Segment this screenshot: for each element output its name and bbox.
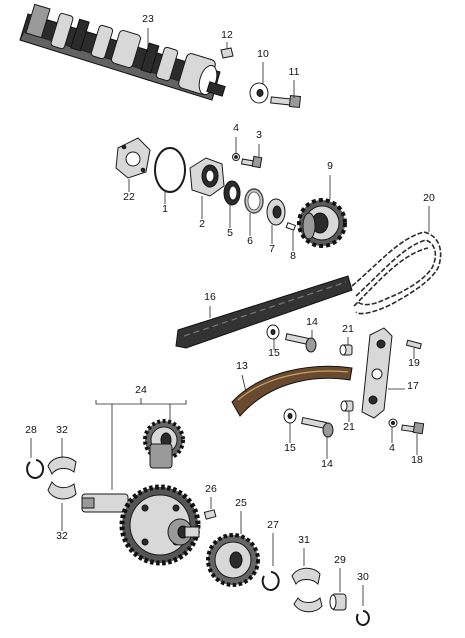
small-washer	[232, 137, 240, 161]
o-ring	[154, 147, 186, 204]
shaft-bushing	[329, 568, 347, 611]
washer	[249, 62, 269, 104]
bearing-shell-upper	[47, 438, 77, 475]
callout-11: 11	[289, 66, 300, 78]
callout-23: 23	[142, 13, 154, 25]
callout-3: 3	[256, 129, 262, 141]
intermediate-shaft-bracket	[95, 398, 187, 490]
guide-washer-lower	[283, 408, 297, 443]
bolt	[270, 80, 302, 109]
callout-22: 22	[123, 191, 135, 203]
bearing-shell-lower	[47, 481, 77, 531]
callout-9: 9	[327, 160, 333, 172]
tensioner-pin	[405, 339, 422, 359]
callout-26: 26	[205, 483, 217, 495]
callout-18: 18	[411, 454, 423, 466]
callout-20: 20	[423, 192, 435, 204]
callout-14b: 14	[321, 458, 333, 470]
bearing-housing	[189, 157, 225, 219]
shaft-key	[203, 497, 217, 520]
woodruff-key	[220, 42, 234, 59]
guide-washer-upper	[266, 324, 280, 350]
callout-numbers: 2312101143221256978201614211519131724212…	[25, 13, 435, 583]
bushing-lower	[340, 400, 354, 422]
intermediate-gear-small	[143, 419, 185, 469]
tensioner-bolt	[401, 421, 425, 455]
callout-21a: 21	[342, 323, 354, 335]
intermediate-sprocket	[206, 511, 260, 587]
guide-pivot-bolt-lower	[301, 416, 334, 459]
callout-15b: 15	[284, 442, 296, 454]
circlip-left	[26, 438, 45, 479]
callout-12: 12	[221, 29, 233, 41]
callout-19: 19	[408, 357, 420, 369]
small-bearing-shell-lower	[293, 597, 323, 613]
timing-chain	[351, 206, 442, 315]
circlip-small	[355, 585, 370, 626]
callout-13: 13	[236, 360, 248, 372]
camshaft-sprocket	[297, 175, 347, 248]
callout-4b: 4	[389, 442, 395, 454]
shim-ring	[244, 188, 264, 236]
callout-10: 10	[257, 48, 269, 60]
camshaft	[19, 3, 226, 101]
hex-bolt	[240, 144, 263, 169]
callout-6: 6	[247, 235, 253, 247]
callout-2: 2	[199, 218, 205, 230]
circlip-sprocket	[261, 533, 280, 591]
sprocket-hub	[266, 198, 286, 244]
callout-25: 25	[235, 497, 247, 509]
callout-30: 30	[357, 571, 369, 583]
callout-24: 24	[135, 384, 147, 396]
callout-32a: 32	[56, 424, 68, 436]
callout-14a: 14	[306, 316, 318, 328]
intermediate-shaft	[81, 484, 201, 566]
callout-27: 27	[267, 519, 279, 531]
tensioner-washer	[388, 418, 398, 443]
callout-15a: 15	[268, 347, 280, 359]
callout-7: 7	[269, 243, 275, 255]
callout-29: 29	[334, 554, 346, 566]
lower-chain-guide	[231, 365, 353, 417]
gasket	[115, 137, 151, 192]
callout-1: 1	[162, 203, 168, 215]
callout-17: 17	[407, 380, 419, 392]
guide-pivot-bolt-upper	[285, 330, 317, 353]
callout-21b: 21	[343, 421, 355, 433]
callout-32b: 32	[56, 530, 68, 542]
callout-16: 16	[204, 291, 216, 303]
callout-8: 8	[290, 250, 296, 262]
callout-31: 31	[298, 534, 310, 546]
tensioner-arm	[361, 327, 405, 419]
dowel-pin	[285, 222, 297, 251]
upper-chain-guide	[175, 275, 353, 349]
callout-5: 5	[227, 227, 233, 239]
callout-4a: 4	[233, 122, 239, 134]
callout-28: 28	[25, 424, 37, 436]
shaft-seal	[223, 180, 241, 228]
small-bearing-shell-upper	[291, 548, 321, 586]
bushing-upper	[339, 337, 353, 356]
